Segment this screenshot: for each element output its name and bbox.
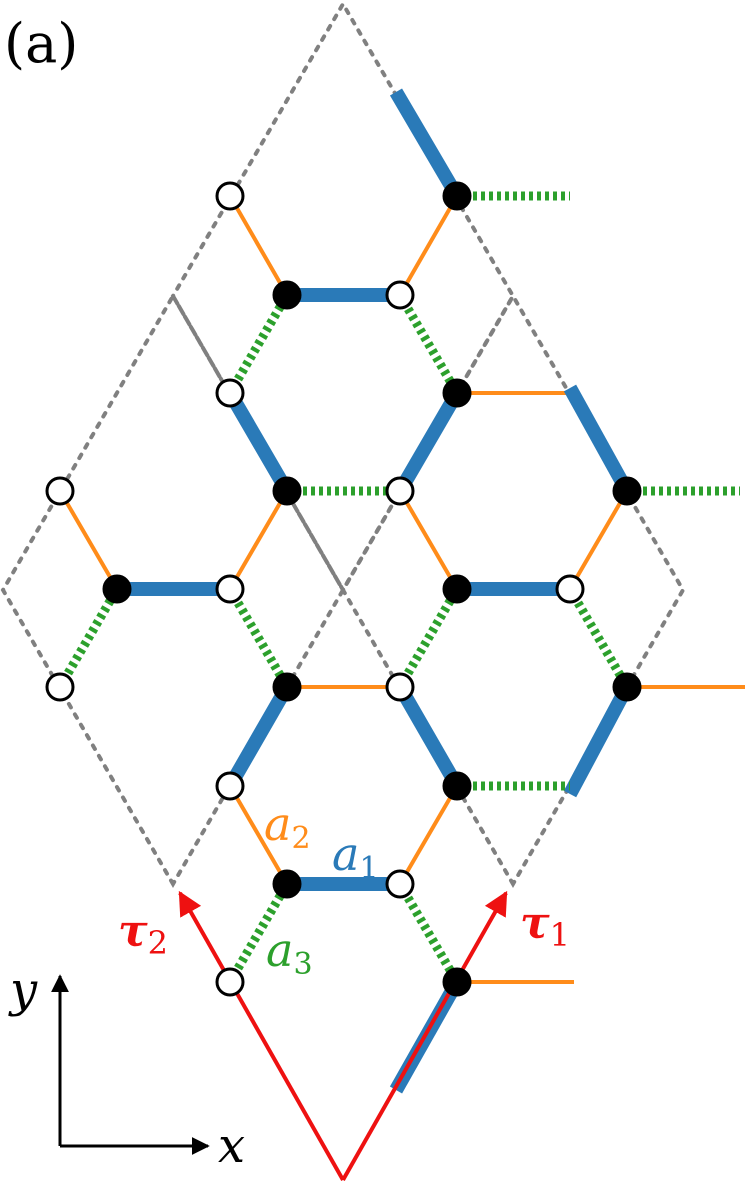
a3-bond [396, 881, 461, 985]
site-open [45, 672, 75, 702]
a2-bond [398, 489, 459, 591]
site-filled [272, 672, 302, 702]
a2-bonds [58, 195, 745, 984]
a2-bond [58, 489, 119, 591]
a1-bond [223, 389, 294, 495]
panel-label: (a) [4, 12, 78, 75]
site-filled [612, 672, 642, 702]
site-open [385, 280, 415, 310]
a3-label-sub: 3 [293, 947, 312, 982]
a3-bonds [56, 191, 740, 985]
a1-label-base: a [332, 827, 359, 881]
a1-bond [393, 389, 464, 495]
site-filled [442, 574, 472, 604]
site-open [555, 574, 585, 604]
a1-bond [389, 88, 464, 200]
y-axis-label: y [8, 962, 38, 1018]
a3-label-base: a [266, 923, 293, 977]
site-open [385, 672, 415, 702]
a2-label-sub: 2 [291, 821, 310, 856]
tau1-label: τ1 [520, 898, 570, 954]
tau1-label-sub: 1 [550, 916, 570, 954]
a2-bond [568, 489, 629, 591]
site-open [215, 967, 245, 997]
site-open [45, 476, 75, 506]
a3-bond [226, 586, 291, 690]
tau2-label: τ2 [118, 906, 168, 962]
a3-bond [566, 586, 631, 690]
a1-bond [223, 683, 294, 790]
site-open [215, 181, 245, 211]
a2-bond [228, 195, 289, 296]
site-filled [272, 476, 302, 506]
filled-sites [102, 181, 642, 997]
a3-bond [56, 586, 121, 690]
x-axis-label: x [218, 1118, 245, 1174]
a2-bond [398, 195, 459, 296]
unit-cell-boundaries [0, 0, 686, 888]
a1-bond [563, 384, 634, 495]
a2-label: a2 [264, 797, 311, 856]
a3-bond [396, 586, 461, 690]
tau1-arrow [341, 890, 508, 1181]
site-filled [442, 378, 472, 408]
site-open [215, 771, 245, 801]
a1-bond [393, 683, 464, 790]
a3-bond [226, 881, 291, 985]
a1-label-sub: 1 [359, 851, 378, 886]
a3-label: a3 [266, 923, 313, 982]
a2-bond [228, 489, 289, 591]
coordinate-axes [51, 974, 210, 1155]
a1-label: a1 [332, 827, 379, 886]
a2-bond [398, 784, 459, 886]
a2-bond [228, 784, 289, 886]
tau2-arrow [178, 890, 345, 1181]
open-sites [45, 181, 585, 997]
a2-label-base: a [264, 797, 291, 851]
site-open [385, 869, 415, 899]
a1-bond [563, 683, 634, 798]
site-filled [272, 280, 302, 310]
site-filled [442, 771, 472, 801]
site-filled [442, 967, 472, 997]
site-open [385, 476, 415, 506]
site-filled [102, 574, 132, 604]
a3-bond [226, 292, 291, 396]
site-filled [442, 181, 472, 211]
tau1-label-base: τ [520, 898, 550, 949]
site-filled [272, 869, 302, 899]
a3-bond [396, 292, 461, 396]
site-filled [612, 476, 642, 506]
site-open [215, 574, 245, 604]
tau2-label-sub: 2 [148, 924, 168, 962]
tau2-label-base: τ [118, 906, 148, 957]
lattice-vectors [178, 890, 508, 1181]
site-open [215, 378, 245, 408]
